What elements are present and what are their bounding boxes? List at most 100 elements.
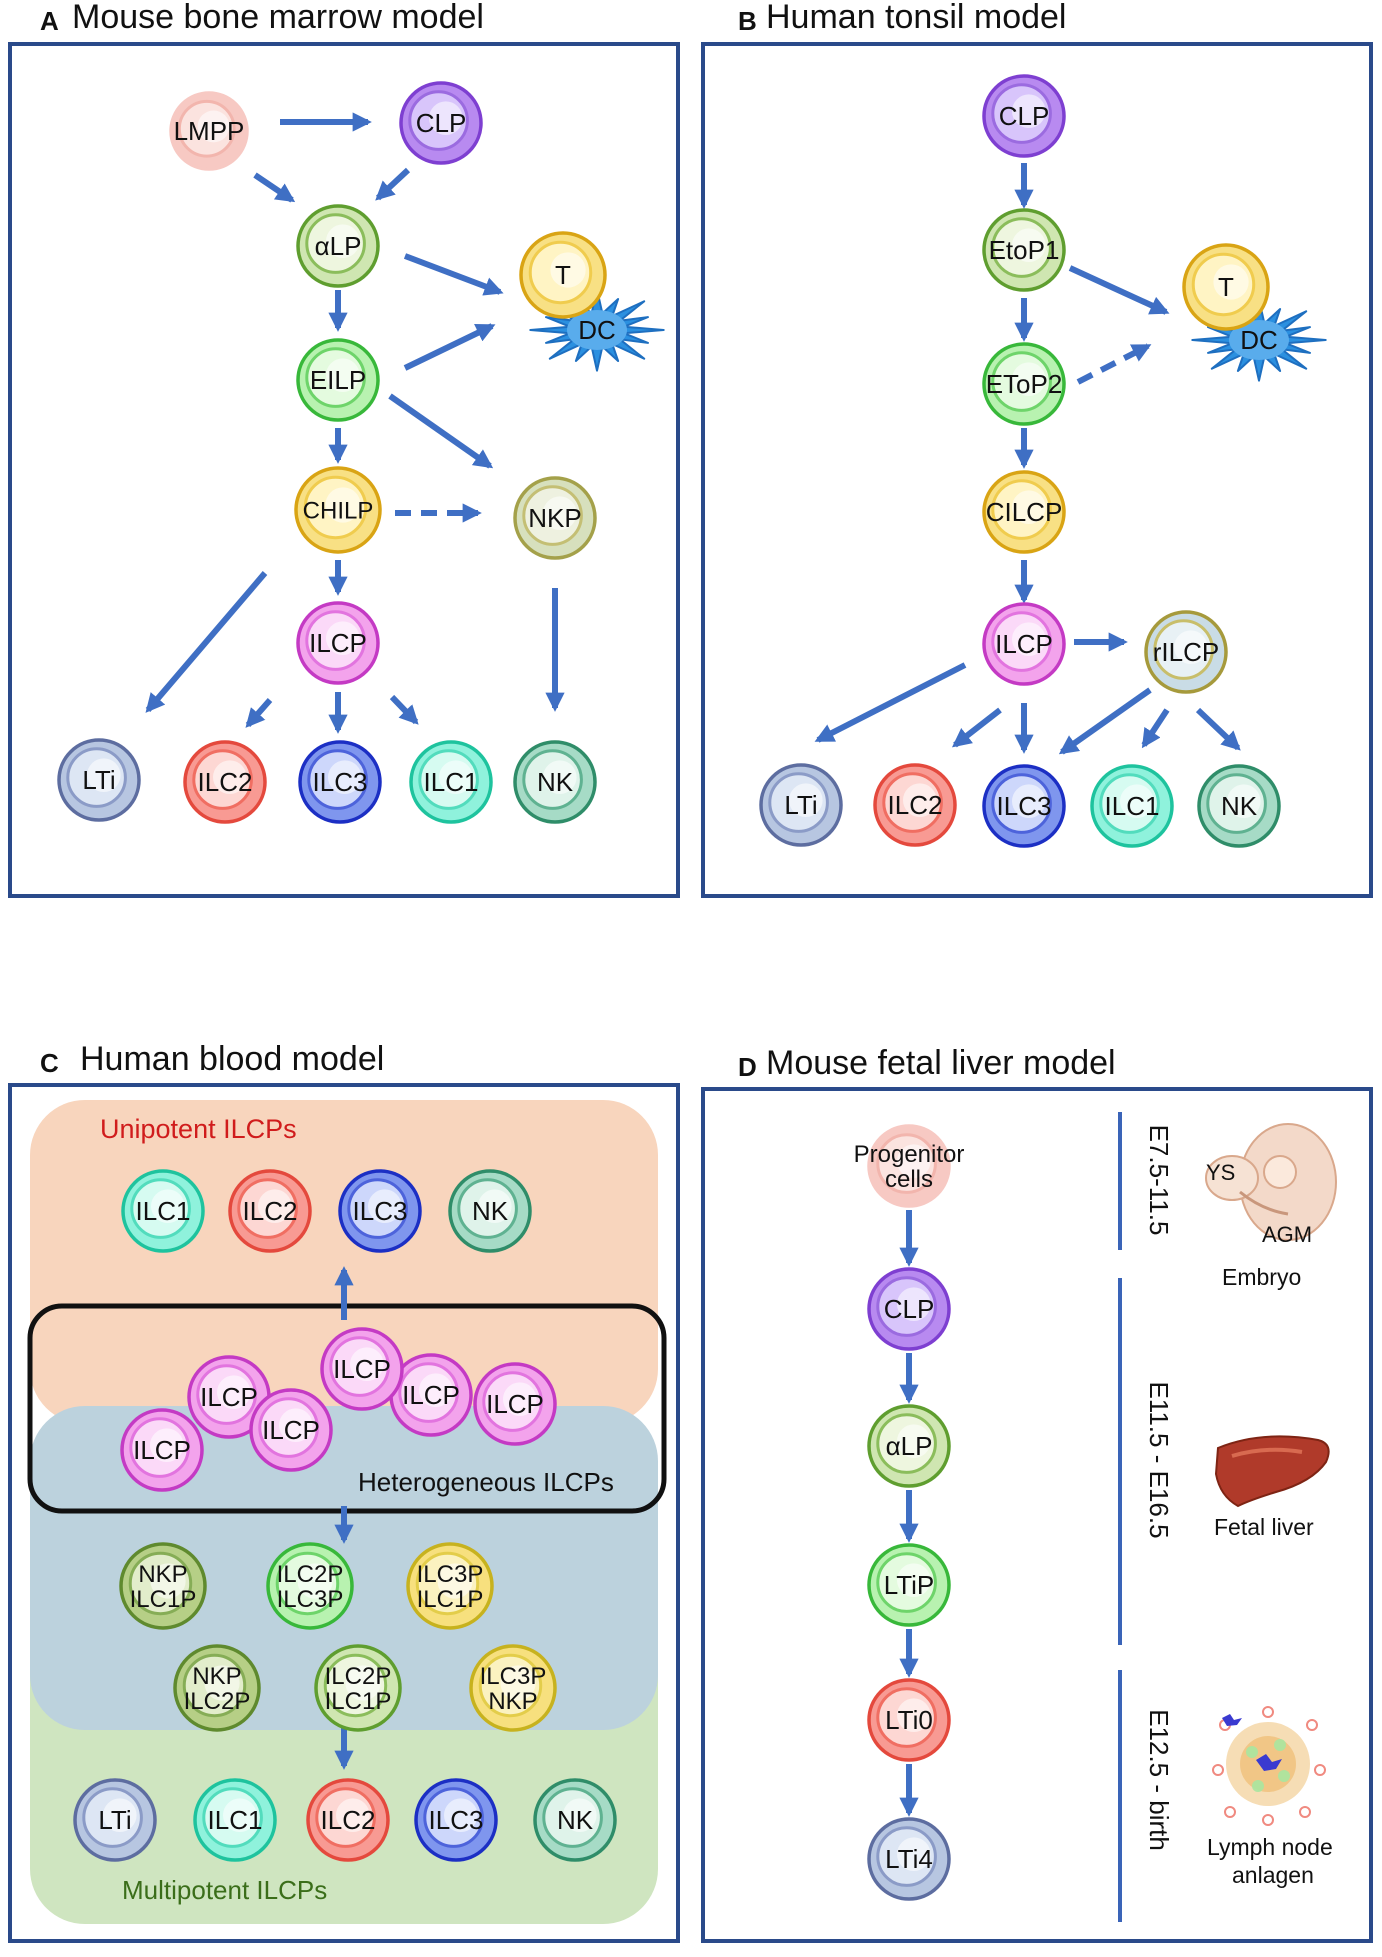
cell-label: EToP2	[986, 369, 1063, 399]
node-b-ilc2: ILC2	[873, 763, 957, 847]
node-c-ilcp-5: ILCP	[473, 1362, 557, 1446]
node-c-ilcp-2: ILCP	[249, 1388, 333, 1472]
stage-label-0: E7.5-11.5	[1144, 1125, 1174, 1236]
cell-label: ILC2	[888, 790, 943, 820]
cell-label: NKP	[488, 1688, 537, 1715]
node-c-bottom-1: ILC1	[193, 1778, 277, 1862]
node-a-alp: αLP	[296, 204, 380, 288]
arrow	[814, 662, 967, 743]
cell-label: cells	[885, 1166, 933, 1193]
arrow	[951, 707, 1002, 748]
cell-label: rILCP	[1153, 637, 1219, 667]
cell-label: ILC3	[429, 1805, 484, 1835]
cell-label: ILC1	[208, 1805, 263, 1835]
arrow	[1076, 343, 1152, 385]
panel-c-letter: C	[40, 1048, 59, 1078]
node-b-lti: LTi	[759, 763, 843, 847]
stage-label-2: E12.5 - birth	[1144, 1709, 1174, 1851]
panel-a-title: Mouse bone marrow model	[72, 0, 484, 36]
arrow	[389, 694, 419, 725]
node-a-eilp: EILP	[296, 338, 380, 422]
cell-label: αLP	[315, 231, 362, 261]
agm-label: AGM	[1262, 1222, 1313, 1247]
node-c-unipotent-0: ILC1	[121, 1169, 205, 1253]
cell-label: CHILP	[303, 497, 374, 524]
node-b-t: T	[1182, 243, 1270, 331]
arrow	[1195, 707, 1241, 751]
cell-label: DC	[578, 315, 616, 345]
cell-label: T	[555, 260, 571, 290]
cell-label: ILC1P	[325, 1688, 392, 1715]
cell-label: NK	[472, 1196, 509, 1226]
node-b-etop1: EtoP1	[982, 208, 1066, 292]
cell-label: NK	[1221, 791, 1258, 821]
node-c-unipotent-1: ILC2	[228, 1169, 312, 1253]
node-a-clp: CLP	[399, 81, 483, 165]
arrow	[403, 253, 504, 296]
panel-d-frame	[701, 1087, 1373, 1943]
cell-label: ILC3	[353, 1196, 408, 1226]
arrow	[245, 698, 273, 728]
cell-label: ILC2P	[184, 1688, 251, 1715]
cell-label: ILC1	[424, 767, 479, 797]
multipotent-ilcps-label: Multipotent ILCPs	[122, 1875, 328, 1905]
fetal-liver-caption: Fetal liver	[1214, 1514, 1314, 1540]
node-c-ilcp-3: ILCP	[320, 1327, 404, 1411]
node-c-ilcp-4: ILCP	[389, 1353, 473, 1437]
panel-b-letter: B	[738, 6, 757, 36]
node-c-ilcp-1: ILCP	[187, 1355, 271, 1439]
arrow	[253, 172, 296, 203]
panel-a-letter: A	[40, 6, 59, 36]
cell-label: ILCP	[402, 1380, 460, 1410]
node-b-ilc1: ILC1	[1090, 764, 1174, 848]
panel-b-title: Human tonsil model	[766, 0, 1067, 36]
arrow	[1068, 265, 1170, 315]
cell-label: ILC2P	[325, 1663, 392, 1690]
ys-label: YS	[1206, 1160, 1236, 1185]
node-c-unipotent-3: NK	[448, 1169, 532, 1253]
node-c-bottom-2: ILC2	[306, 1778, 390, 1862]
embryo-caption: Embryo	[1222, 1264, 1302, 1290]
cell-label: ILC2P	[277, 1561, 344, 1588]
node-b-nk: NK	[1197, 764, 1281, 848]
lymph-node-illustration	[1212, 1706, 1326, 1826]
cell-label: LTi0	[885, 1705, 933, 1735]
node-a-chilp: CHILP	[294, 466, 382, 554]
cell-label: ILC3P	[480, 1663, 547, 1690]
fetal-liver-illustration	[1214, 1435, 1330, 1508]
stage-label-1: E11.5 - E16.5	[1144, 1381, 1174, 1538]
node-d-chain-3: LTiP	[867, 1543, 951, 1627]
node-b-ilcp: ILCP	[982, 602, 1066, 686]
cell-label: ILCP	[995, 629, 1053, 659]
arrow	[1058, 687, 1152, 755]
cell-label: ILCP	[486, 1389, 544, 1419]
cell-label: CLP	[416, 108, 467, 138]
lymph-node-caption-line2: anlagen	[1232, 1862, 1314, 1888]
node-b-etop2: EToP2	[982, 342, 1066, 426]
node-d-chain-2: αLP	[867, 1404, 951, 1488]
cell-label: ILC2	[321, 1805, 376, 1835]
node-a-ilc2: ILC2	[183, 740, 267, 824]
cell-label: CILCP	[986, 497, 1063, 527]
cell-label: NKP	[138, 1561, 187, 1588]
cell-label: NKP	[528, 503, 581, 533]
cell-label: EILP	[310, 365, 366, 395]
cell-label: ILC1P	[417, 1586, 484, 1613]
cell-label: LTiP	[884, 1570, 935, 1600]
cell-label: ILCP	[333, 1354, 391, 1384]
cell-label: LMPP	[174, 116, 245, 146]
cell-label: αLP	[886, 1431, 933, 1461]
node-d-chain-4: LTi0	[867, 1678, 951, 1762]
cell-label: ILC3	[313, 767, 368, 797]
cell-label: ILC2	[243, 1196, 298, 1226]
unipotent-ilcps-label: Unipotent ILCPs	[100, 1114, 297, 1144]
node-b-rilcp: rILCP	[1144, 610, 1228, 694]
panel-c-title: Human blood model	[80, 1040, 385, 1078]
cell-label: ILC1	[1105, 791, 1160, 821]
cell-label: ILCP	[309, 628, 367, 658]
cell-label: ILC3P	[417, 1561, 484, 1588]
